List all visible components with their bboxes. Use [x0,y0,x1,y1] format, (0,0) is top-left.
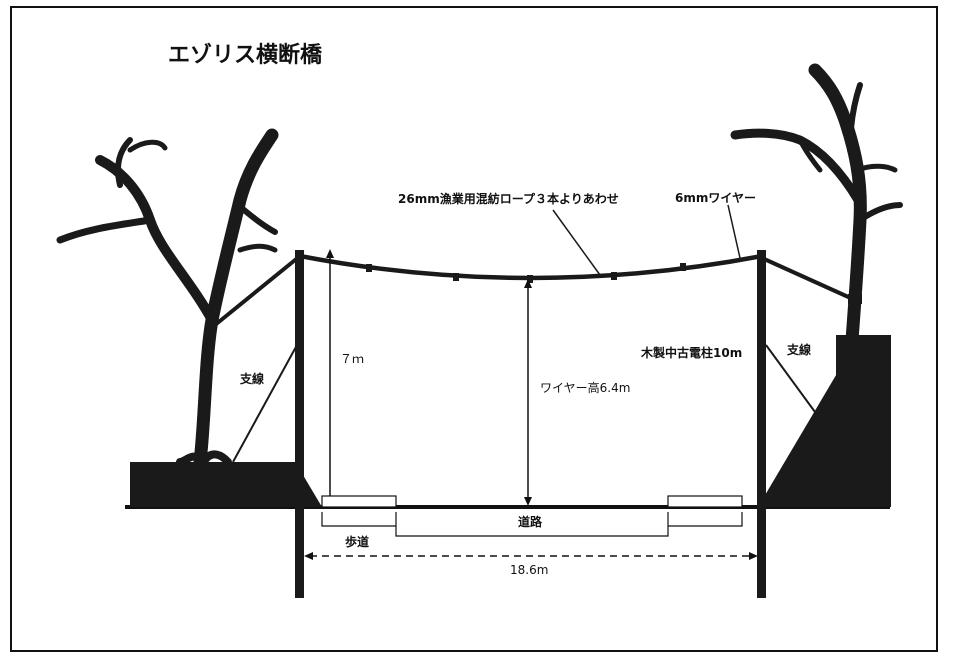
left-guy-wire [232,344,298,463]
right-sidewalk-bracket [667,512,743,527]
wire-height-arrow-top [524,279,532,288]
span-arrow-left [304,552,313,560]
right-step-upper [836,335,891,425]
right-step-lower [836,420,891,507]
height-7m-label: ７ｍ [340,352,364,366]
guy-wire-left-label: 支線 [239,371,264,386]
left-sidewalk [321,495,397,508]
rope-leader [552,209,601,276]
wire-leader [727,204,741,259]
span-arrow-right [749,552,758,560]
left-tree [56,128,279,469]
right-tree [730,63,903,347]
right-slope [758,365,842,507]
rope-label: 26mm漁業用混紡ロープ３本よりあわせ [398,191,619,206]
right-sidewalk [667,495,743,508]
height-7m-arrow-top [326,249,334,258]
wire-label: 6mmワイヤー [675,191,756,205]
road-bracket [395,526,669,537]
span-label: 18.6m [510,563,548,577]
right-anchor-clamp [848,294,862,304]
guy-wire-right-label: 支線 [786,342,811,357]
pole-label: 木製中古電柱10m [640,345,742,360]
wire-height-arrow-bottom [524,497,532,506]
wire-height-label: ワイヤー高6.4m [540,380,630,395]
left-slope [300,470,322,507]
road-label: 道路 [518,514,543,529]
right-pole [757,250,766,598]
left-embankment [130,462,300,507]
rope-clamps [366,263,686,283]
right-guy-wire [765,344,816,413]
left-anchor-wire [213,254,302,327]
sidewalk-label: 歩道 [345,534,369,549]
left-pole [295,250,304,598]
diagram-title: エゾリス横断橋 [168,42,323,68]
diagram-frame [10,6,938,652]
right-anchor-wire [761,256,856,302]
sidewalk-bracket [321,512,397,527]
